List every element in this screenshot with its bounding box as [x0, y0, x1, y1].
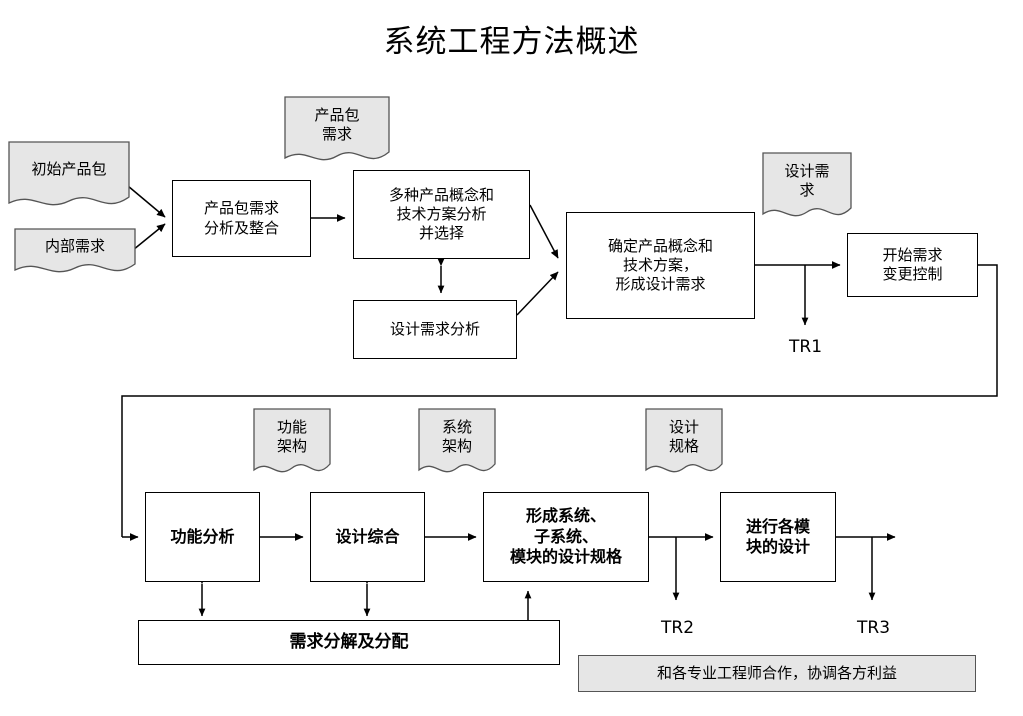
process-label: 形成系统、 子系统、 模块的设计规格 — [509, 506, 622, 567]
tr-text: TR2 — [661, 618, 695, 638]
document-shape-system-architecture — [418, 408, 496, 482]
document-shape-functional-architecture — [253, 408, 331, 482]
page-title: 系统工程方法概述 — [383, 24, 640, 60]
bar-req-decomposition[interactable]: 需求分解及分配 — [138, 620, 560, 665]
tr2-label: TR2 — [661, 618, 694, 638]
process-label: 进行各模 块的设计 — [745, 516, 810, 556]
process-label: 设计综合 — [335, 526, 400, 546]
process-design-req-analysis[interactable]: 设计需求分析 — [353, 300, 517, 359]
note-collaborate: 和各专业工程师合作，协调各方利益 — [578, 655, 976, 692]
process-form-spec[interactable]: 形成系统、 子系统、 模块的设计规格 — [483, 492, 649, 582]
process-determine-concept[interactable]: 确定产品概念和 技术方案， 形成设计需求 — [566, 212, 755, 319]
tr-text: TR1 — [789, 337, 823, 357]
tr1-label: TR1 — [789, 337, 822, 357]
process-pkg-req-analysis[interactable]: 产品包需求 分析及整合 — [172, 180, 311, 257]
process-label: 产品包需求 分析及整合 — [203, 199, 279, 237]
bar-label: 需求分解及分配 — [289, 631, 409, 652]
tr3-label: TR3 — [857, 618, 890, 638]
process-design-synthesis[interactable]: 设计综合 — [310, 492, 425, 582]
process-functional-analysis[interactable]: 功能分析 — [145, 492, 260, 582]
process-label: 确定产品概念和 技术方案， 形成设计需求 — [607, 236, 713, 294]
process-module-design[interactable]: 进行各模 块的设计 — [720, 492, 836, 582]
document-shape-design-spec — [645, 408, 723, 482]
document-shape-internal-requirement — [14, 228, 136, 282]
tr-text: TR3 — [857, 618, 891, 638]
process-concept-analysis[interactable]: 多种产品概念和 技术方案分析 并选择 — [353, 170, 530, 259]
document-shape-initial-product-package — [8, 141, 130, 215]
process-start-change-control[interactable]: 开始需求 变更控制 — [847, 233, 978, 297]
document-shape-product-package-req — [284, 96, 390, 170]
process-label: 多种产品概念和 技术方案分析 并选择 — [388, 185, 494, 243]
document-shape-design-requirement — [762, 152, 852, 226]
process-label: 开始需求 变更控制 — [882, 245, 943, 283]
note-label: 和各专业工程师合作，协调各方利益 — [656, 663, 897, 682]
process-label: 设计需求分析 — [389, 319, 480, 338]
process-label: 功能分析 — [170, 526, 235, 546]
